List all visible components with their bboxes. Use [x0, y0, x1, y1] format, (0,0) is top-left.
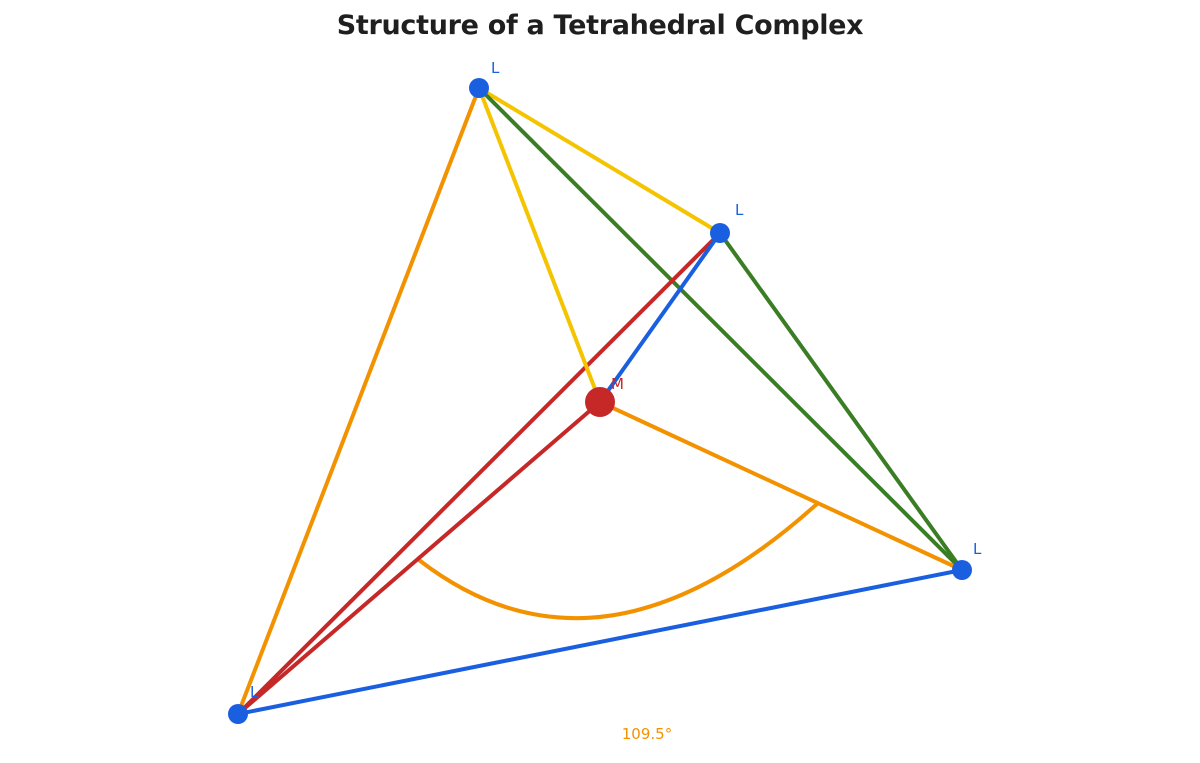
- ligand-label-bottom-left: L: [250, 683, 259, 701]
- ligand-label-top: L: [491, 59, 500, 77]
- metal-label: M: [611, 375, 624, 393]
- ligand-label-back: L: [735, 201, 744, 219]
- bond-angle-arc: [417, 501, 820, 621]
- edge-top-to-right: [477, 86, 964, 572]
- bond-metal-to-top: [477, 87, 602, 403]
- diagram-title: Structure of a Tetrahedral Complex: [336, 10, 864, 41]
- ligand-atom-bottom-left: [228, 704, 248, 724]
- edge-back-to-right: [718, 231, 964, 572]
- ligand-atom-top: [469, 78, 489, 98]
- edge-bottom-left-to-right: [237, 568, 963, 716]
- bond-angle-label: 109.5°: [622, 725, 672, 743]
- ligand-atom-right: [952, 560, 972, 580]
- ligand-atom-back: [710, 223, 730, 243]
- bond-metal-to-back: [598, 231, 722, 404]
- edge-back-to-bottom-left: [236, 231, 722, 716]
- bond-metal-to-right: [599, 400, 963, 572]
- edge-top-to-back: [477, 86, 722, 235]
- bond-metal-to-bottom-left: [236, 400, 602, 716]
- ligand-label-right: L: [973, 540, 982, 558]
- edge-top-to-bottom-left: [236, 87, 481, 715]
- metal-atom: [585, 387, 615, 417]
